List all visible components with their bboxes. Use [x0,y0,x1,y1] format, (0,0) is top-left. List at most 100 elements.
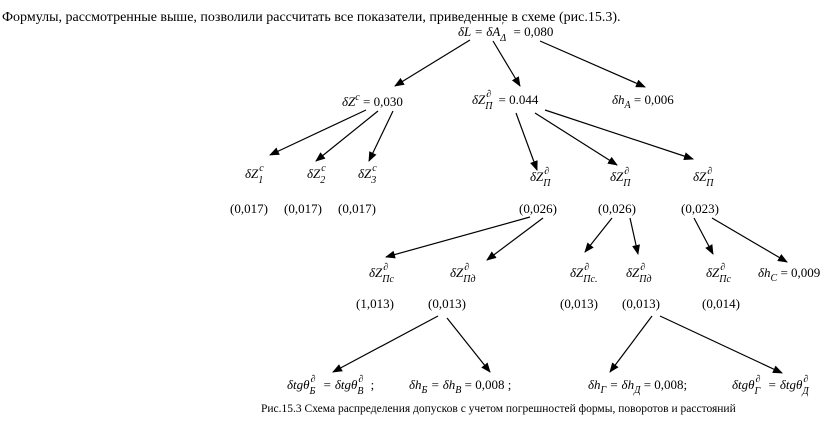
arrow-root-zc [394,39,471,87]
node-zp2: δZ∂П [610,167,633,189]
node-zc-sup: c [355,92,360,103]
node-zp1-sup: ∂ [544,166,550,177]
arrow-zp2-zpdb [629,217,640,255]
node-zpc-b: δZ∂Пс. [570,262,597,285]
node-zpc-b-main: δZ [570,265,584,280]
node-zpd-a-sup: ∂ [464,262,470,273]
node-zpc-a-sup: ∂ [383,262,389,273]
node-zpc-b-sup: ∂ [584,262,590,273]
node-ha-sub: A [624,100,631,111]
node-zp2-sub: П [623,178,631,189]
value-zpd-b: (0,013) [622,296,660,311]
arrow-root-ha [539,40,646,88]
node-zpi-sup: ∂ [486,89,492,100]
node-zpi: δZ∂П = 0.044 [472,89,539,112]
node-zp1: δZ∂П [530,166,553,189]
node-zc3-sub: 3 [371,175,377,186]
node-zp3: δZ∂П [693,166,716,189]
node-f4: δtgθ∂Г = δtgθ∂Д [732,374,812,397]
node-zpd-a: δZ∂Пд [450,262,476,285]
node-hc-sub: С [770,273,778,284]
node-hc: δhС = 0,009 [758,266,820,284]
node-f1-main: δtgθ [287,377,310,392]
node-root-main: δL = δA [458,24,501,39]
node-f2: δhБ = δhВ = 0,008 ; [409,378,511,396]
node-f4-sub2: Д [802,386,809,397]
node-root-sup: ' [501,21,504,32]
node-f3-mid: = δh [606,377,635,392]
arrow-zpdb-f4 [659,315,783,374]
node-zpd-b: δZ∂Пд [626,262,652,285]
node-f4-main: δtgθ [732,377,755,392]
node-zpc-c: δZ∂Пс [706,263,731,285]
node-zc1-sub: 1 [258,175,264,186]
arrow-zc-zc2 [315,110,379,162]
arrow-zpdb-f3 [609,315,653,373]
node-zc1-sup: c [259,163,264,174]
arrow-zp1-zpda [486,217,544,261]
node-zpi-sub: П [485,101,493,112]
node-zc: δZc = 0,030 [342,92,403,109]
node-zpd-a-sub: Пд [463,274,476,285]
arrow-zp3-hc [711,217,788,263]
node-f4-sup: ∂ [755,374,761,385]
node-zc2-sub: 2 [320,175,326,186]
node-zc2-sup: c [321,163,326,174]
figure-caption: Рис.15.3 Схема распределения допусков с … [261,403,736,415]
node-zc-value: = 0,030 [359,94,403,109]
node-f4-sup2: ∂ [803,374,809,385]
value-zp2: (0,026) [598,201,636,216]
node-f2-main: δh [409,377,422,392]
value-zc3: (0,017) [338,201,376,216]
arrow-zpi-zp3 [544,109,694,160]
arrow-zpda-f2 [446,317,491,373]
node-f1-sub2: В [357,386,364,397]
node-f3-rest: = 0,008; [640,377,688,392]
node-f2-sub: Б [421,385,428,396]
node-zpi-value: = 0.044 [495,92,539,107]
node-root-sub: Δ [500,33,507,44]
node-zp3-main: δZ [693,169,707,184]
node-zc3-sup: c [372,163,377,174]
node-ha-main: δh [612,92,625,107]
node-zpd-b-sup: ∂ [640,262,646,273]
arrow-zp1-zpca [385,216,531,259]
node-zpc-c-main: δZ [706,265,720,280]
node-zpc-a: δZ∂Пс [369,262,394,285]
arrow-zp2-zpcb [584,217,613,253]
node-zp3-sup: ∂ [707,166,713,177]
node-f3-main: δh [588,377,601,392]
node-root-value: = 0,080 [510,24,554,39]
node-zc-main: δZ [342,94,356,109]
arrow-zc-zc1 [269,109,367,156]
node-root: δL = δA'Δ = 0,080 [458,21,554,44]
intro-text: Формулы, рассмотренные выше, позволили р… [2,10,621,25]
node-zpc-b-sub: Пс. [583,274,598,285]
node-f1: δtgθ∂Б = δtgθ∂В ; [287,375,374,397]
arrow-zpda-f1 [332,315,439,373]
node-zp2-main: δZ [610,169,624,184]
node-f2-rest: = 0,008 ; [461,377,512,392]
node-f3-sub: Г [600,385,607,396]
node-f3-sub2: Д [634,385,641,396]
node-zp3-sub: П [706,178,714,189]
node-zpi-main: δZ [472,92,486,107]
arrow-zpi-zp2 [534,112,618,166]
node-zc3-main: δZ [358,166,372,181]
node-zpd-a-main: δZ [450,265,464,280]
node-f3: δhГ = δhД = 0,008; [588,378,687,396]
value-zc2: (0,017) [284,201,322,216]
value-zp1: (0,026) [519,201,557,216]
node-f1-mid: = δtgθ [319,377,358,392]
node-zp1-sub: П [543,178,551,189]
node-zp1-main: δZ [530,169,544,184]
node-zc1-main: δZ [245,166,259,181]
node-hc-main: δh [758,265,771,280]
value-zpc-a: (1,013) [356,296,394,311]
node-f1-sub: Б [309,386,316,397]
